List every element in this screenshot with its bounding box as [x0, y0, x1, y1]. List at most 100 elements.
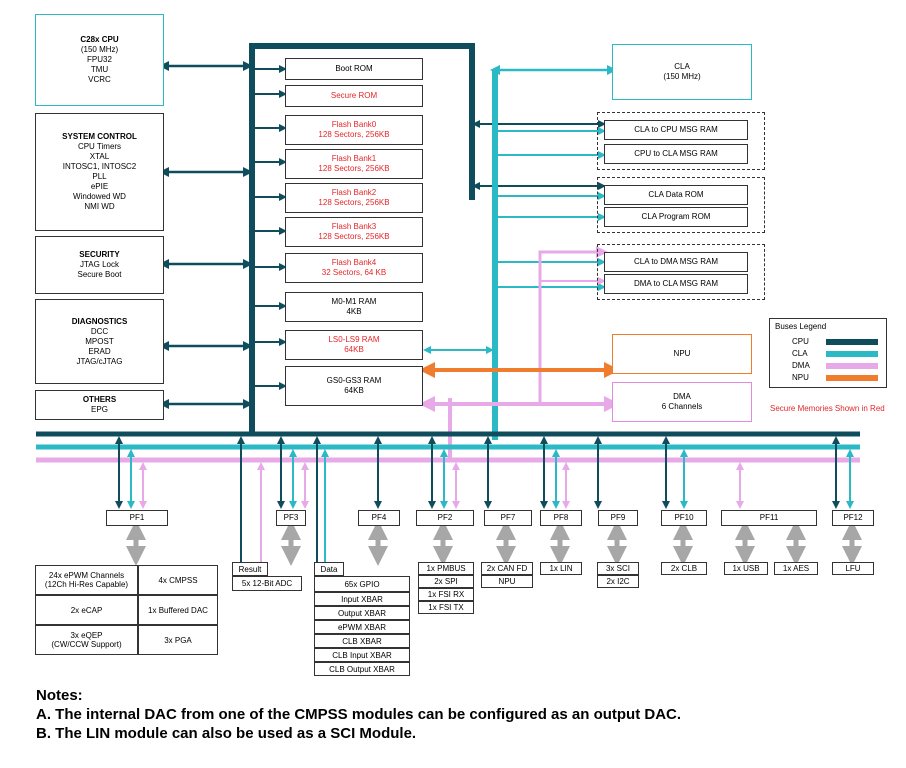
- diagnostics-line: DCC: [90, 326, 109, 336]
- memory-name: GS0-GS3 RAM: [326, 376, 382, 385]
- adc-label: 5x 12-Bit ADC: [241, 579, 293, 588]
- aes-cell: 1x AES: [774, 562, 818, 575]
- cla-data-rom-label: CLA Data ROM: [648, 190, 704, 199]
- epwm-cell: 24x ePWM Channels(12Ch Hi-Res Capable): [35, 565, 138, 595]
- pga-cell: 3x PGA: [138, 625, 218, 655]
- system-control-line: NMI WD: [84, 202, 115, 211]
- clb-input-xbar-cell: CLB Input XBAR: [314, 648, 410, 662]
- system-control-line: ePIE: [90, 182, 109, 191]
- system-control-line: Windowed WD: [73, 192, 126, 201]
- cla-msg-group: [597, 112, 765, 170]
- note-b: B. The LIN module can also be used as a …: [36, 725, 417, 742]
- dma-channels: 6 Channels: [661, 402, 703, 411]
- lin-label: 1x LIN: [549, 564, 573, 573]
- data-label: Data: [320, 564, 338, 574]
- usb-cell: 1x USB: [724, 562, 768, 575]
- sci-cell: 3x SCI: [597, 562, 639, 575]
- cla-dma-group: [597, 244, 765, 300]
- pf-drops: [115, 436, 854, 562]
- system-control-line: XTAL: [89, 152, 110, 161]
- clb-label: 2x CLB: [670, 564, 698, 573]
- diagnostics-block: DIAGNOSTICS DCC MPOST ERAD JTAG/cJTAG: [35, 299, 164, 384]
- dac-cell: 1x Buffered DAC: [138, 595, 218, 625]
- memory-name: Flash Bank2: [331, 188, 377, 197]
- memory-links: [255, 65, 287, 390]
- i2c-cell: 2x I2C: [597, 575, 639, 588]
- data-tag: Data: [314, 562, 344, 576]
- cpu-line: FPU32: [87, 55, 112, 64]
- legend-label: CPU: [792, 337, 809, 346]
- memory-name: Secure ROM: [330, 91, 378, 100]
- pf11-frame: PF11: [721, 510, 817, 526]
- clb-xbar-label: CLB XBAR: [342, 636, 382, 646]
- pf4-frame: PF4: [358, 510, 400, 526]
- security-line: JTAG Lock: [80, 260, 119, 269]
- system-control-block: SYSTEM CONTROL CPU Timers XTAL INTOSC1, …: [35, 113, 164, 231]
- adc-cell: 5x 12-Bit ADC: [232, 576, 302, 591]
- memory-name: Flash Bank4: [331, 258, 377, 267]
- cpu-line: VCRC: [88, 75, 111, 84]
- gpio-label: 65x GPIO: [344, 579, 380, 589]
- can-fd-label: 2x CAN FD: [486, 564, 528, 573]
- dma-label: DMA: [673, 392, 691, 401]
- others-title: OTHERS: [82, 395, 117, 404]
- cla-program-rom: CLA Program ROM: [604, 207, 748, 227]
- input-xbar-label: Input XBAR: [341, 594, 383, 604]
- memory-size: 32 Sectors, 64 KB: [321, 268, 387, 277]
- clb-output-xbar-cell: CLB Output XBAR: [314, 662, 410, 676]
- legend-label: CLA: [792, 349, 808, 358]
- lfu-label: LFU: [845, 564, 861, 573]
- legend-label: DMA: [792, 361, 810, 370]
- eqep-sub: (CW/CCW Support): [51, 640, 122, 649]
- memory-size: 128 Sectors, 256KB: [318, 130, 390, 139]
- fsi-rx-cell: 1x FSI RX: [418, 588, 474, 601]
- cla-data-rom: CLA Data ROM: [604, 185, 748, 205]
- cmpss-label: 4x CMPSS: [158, 575, 198, 585]
- can-fd-cell: 2x CAN FD: [481, 562, 533, 575]
- pmbus-label: 1x PMBUS: [426, 564, 466, 573]
- gpio-cell: 65x GPIO: [314, 576, 410, 592]
- system-control-title: SYSTEM CONTROL: [62, 132, 137, 141]
- memory-name: M0-M1 RAM: [331, 297, 377, 306]
- fsi-tx-cell: 1x FSI TX: [418, 601, 474, 614]
- output-xbar-cell: Output XBAR: [314, 606, 410, 620]
- pmbus-cell: 1x PMBUS: [418, 562, 474, 575]
- cla-rom-group: [597, 177, 765, 233]
- legend-label: NPU: [792, 373, 809, 382]
- memory-size: 64KB: [344, 386, 364, 395]
- legend-swatch: [826, 375, 878, 381]
- spi-cell: 2x SPI: [418, 575, 474, 588]
- secure-memory-note: Secure Memories Shown in Red: [770, 404, 885, 413]
- notes-title: Notes:: [36, 687, 83, 704]
- cla-cpu-msg-ram: CLA to CPU MSG RAM: [604, 120, 748, 140]
- legend-swatch: [826, 363, 878, 369]
- cla-block: CLA (150 MHz): [612, 44, 752, 100]
- sci-label: 3x SCI: [605, 564, 630, 573]
- pf7-npu-cell: NPU: [481, 575, 533, 588]
- cla-dma-msg-label: CLA to DMA MSG RAM: [633, 257, 719, 266]
- cpu-block: C28x CPU (150 MHz) FPU32 TMU VCRC: [35, 14, 164, 106]
- pf12-frame: PF12: [832, 510, 874, 526]
- pf10-frame: PF10: [661, 510, 707, 526]
- ecap-label: 2x eCAP: [70, 605, 103, 615]
- epwm-xbar-label: ePWM XBAR: [337, 622, 386, 632]
- npu-block: NPU: [612, 334, 752, 374]
- pga-label: 3x PGA: [164, 635, 192, 645]
- cla-bus: [423, 65, 617, 440]
- others-line: EPG: [91, 405, 108, 414]
- others-block: OTHERS EPG: [35, 390, 164, 420]
- cpu-title: C28x CPU: [80, 35, 119, 44]
- memory-size: 128 Sectors, 256KB: [318, 198, 390, 207]
- memory-name: Flash Bank1: [331, 154, 377, 163]
- result-tag: Result: [232, 562, 268, 576]
- notes: Notes: A. The internal DAC from one of t…: [36, 686, 681, 743]
- pf2-frame: PF2: [416, 510, 474, 526]
- spi-label: 2x SPI: [434, 577, 458, 586]
- ecap-cell: 2x eCAP: [35, 595, 138, 625]
- diagnostics-line: MPOST: [85, 336, 114, 346]
